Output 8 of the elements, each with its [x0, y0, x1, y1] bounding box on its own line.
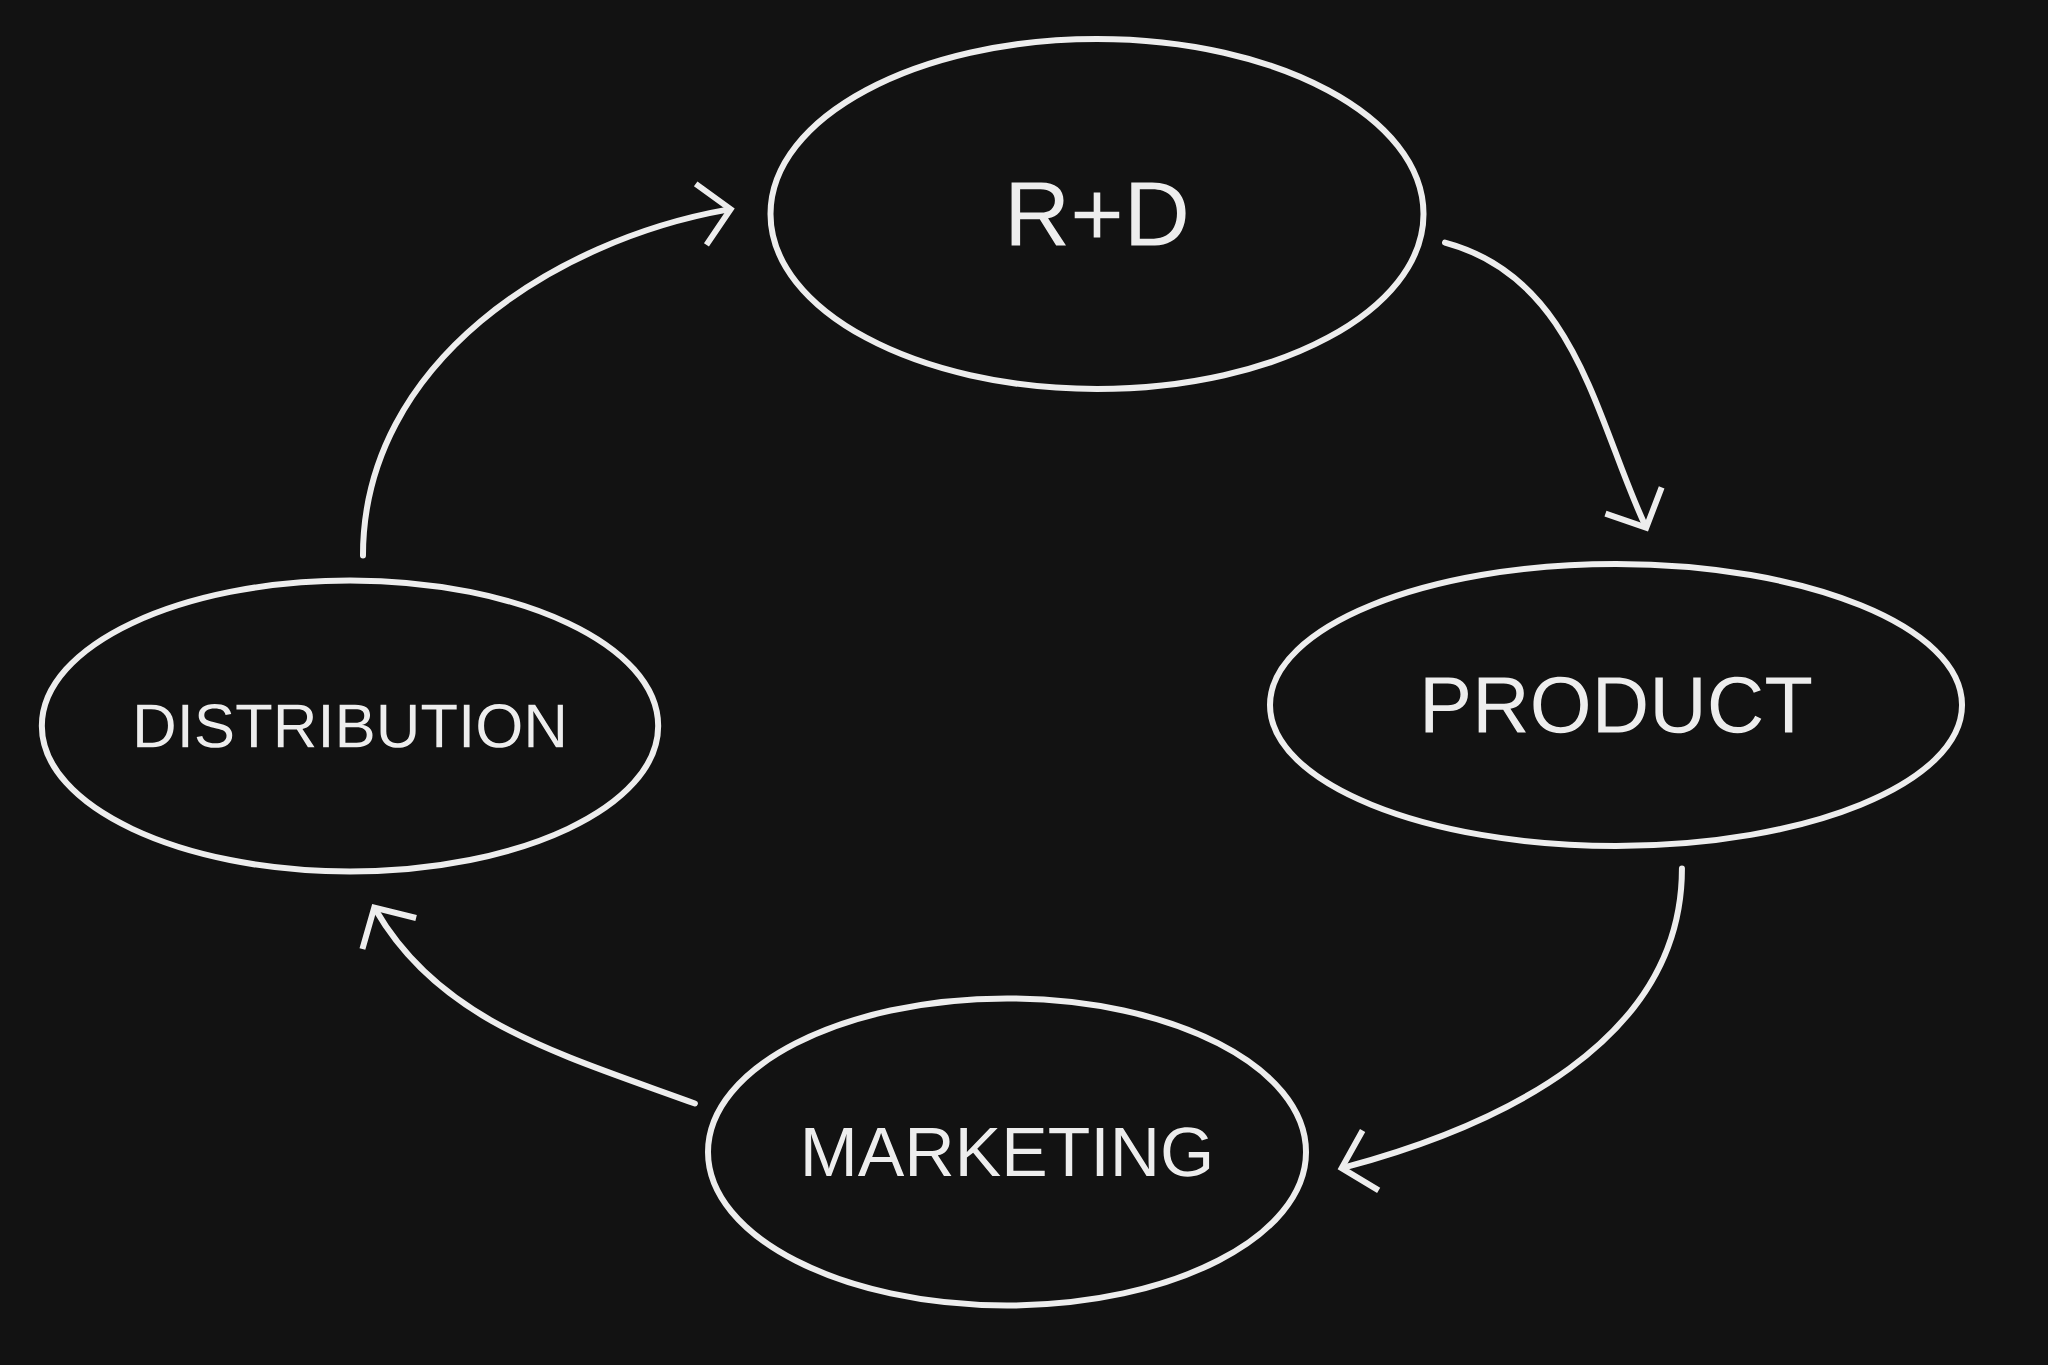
curved-arrow: [1337, 865, 1685, 1193]
oval-node: R+D: [767, 36, 1427, 392]
oval-node: MARKETING: [705, 995, 1309, 1309]
curved-arrow: [359, 903, 698, 1107]
oval-node: PRODUCT: [1267, 561, 1965, 849]
curved-arrow: [1442, 239, 1665, 532]
curved-arrow: [360, 181, 735, 559]
oval-node: DISTRIBUTION: [38, 577, 662, 875]
